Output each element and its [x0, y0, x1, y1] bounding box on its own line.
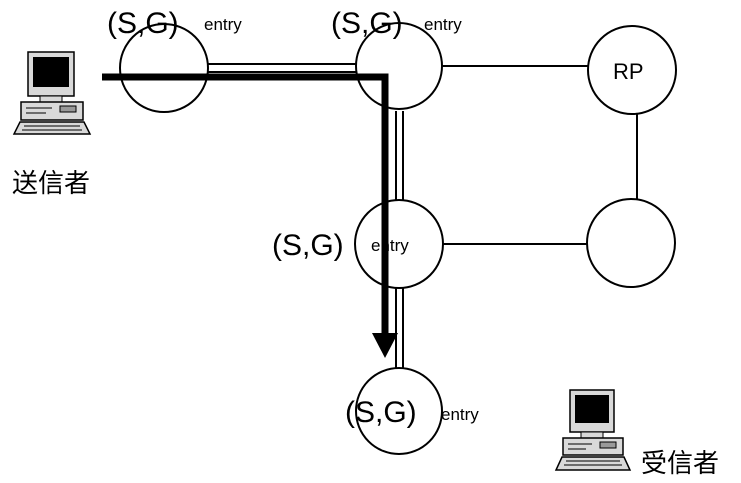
entry-label-1: entry [204, 15, 242, 34]
sg-label-4: (S,G) [345, 396, 417, 429]
router-node-5 [355, 367, 443, 455]
sg-label-1: (S,G) [107, 7, 179, 40]
sg-label-2: (S,G) [331, 7, 403, 40]
entry-label-3: entry [371, 236, 409, 255]
rp-node [587, 25, 677, 115]
sg-label-3: (S,G) [272, 229, 344, 262]
receiver-label: 受信者 [641, 449, 719, 479]
router-node-4 [586, 198, 676, 288]
entry-label-4: entry [441, 405, 479, 424]
labels: (S,G) entry (S,G) entry RP (S,G) entry (… [12, 7, 719, 479]
flow-path [102, 73, 389, 340]
router-node-2 [355, 22, 443, 110]
router-node-1 [119, 23, 209, 113]
router-node-3 [354, 199, 444, 289]
nodes [119, 22, 677, 455]
flow-arrow-line [102, 73, 389, 340]
links [206, 63, 638, 368]
rp-label: RP [613, 59, 644, 84]
entry-label-2: entry [424, 15, 462, 34]
desktop-computer-icon [554, 389, 632, 471]
sender-label: 送信者 [12, 169, 90, 199]
flow-arrowhead [372, 333, 398, 358]
desktop-computer-icon [12, 51, 92, 135]
